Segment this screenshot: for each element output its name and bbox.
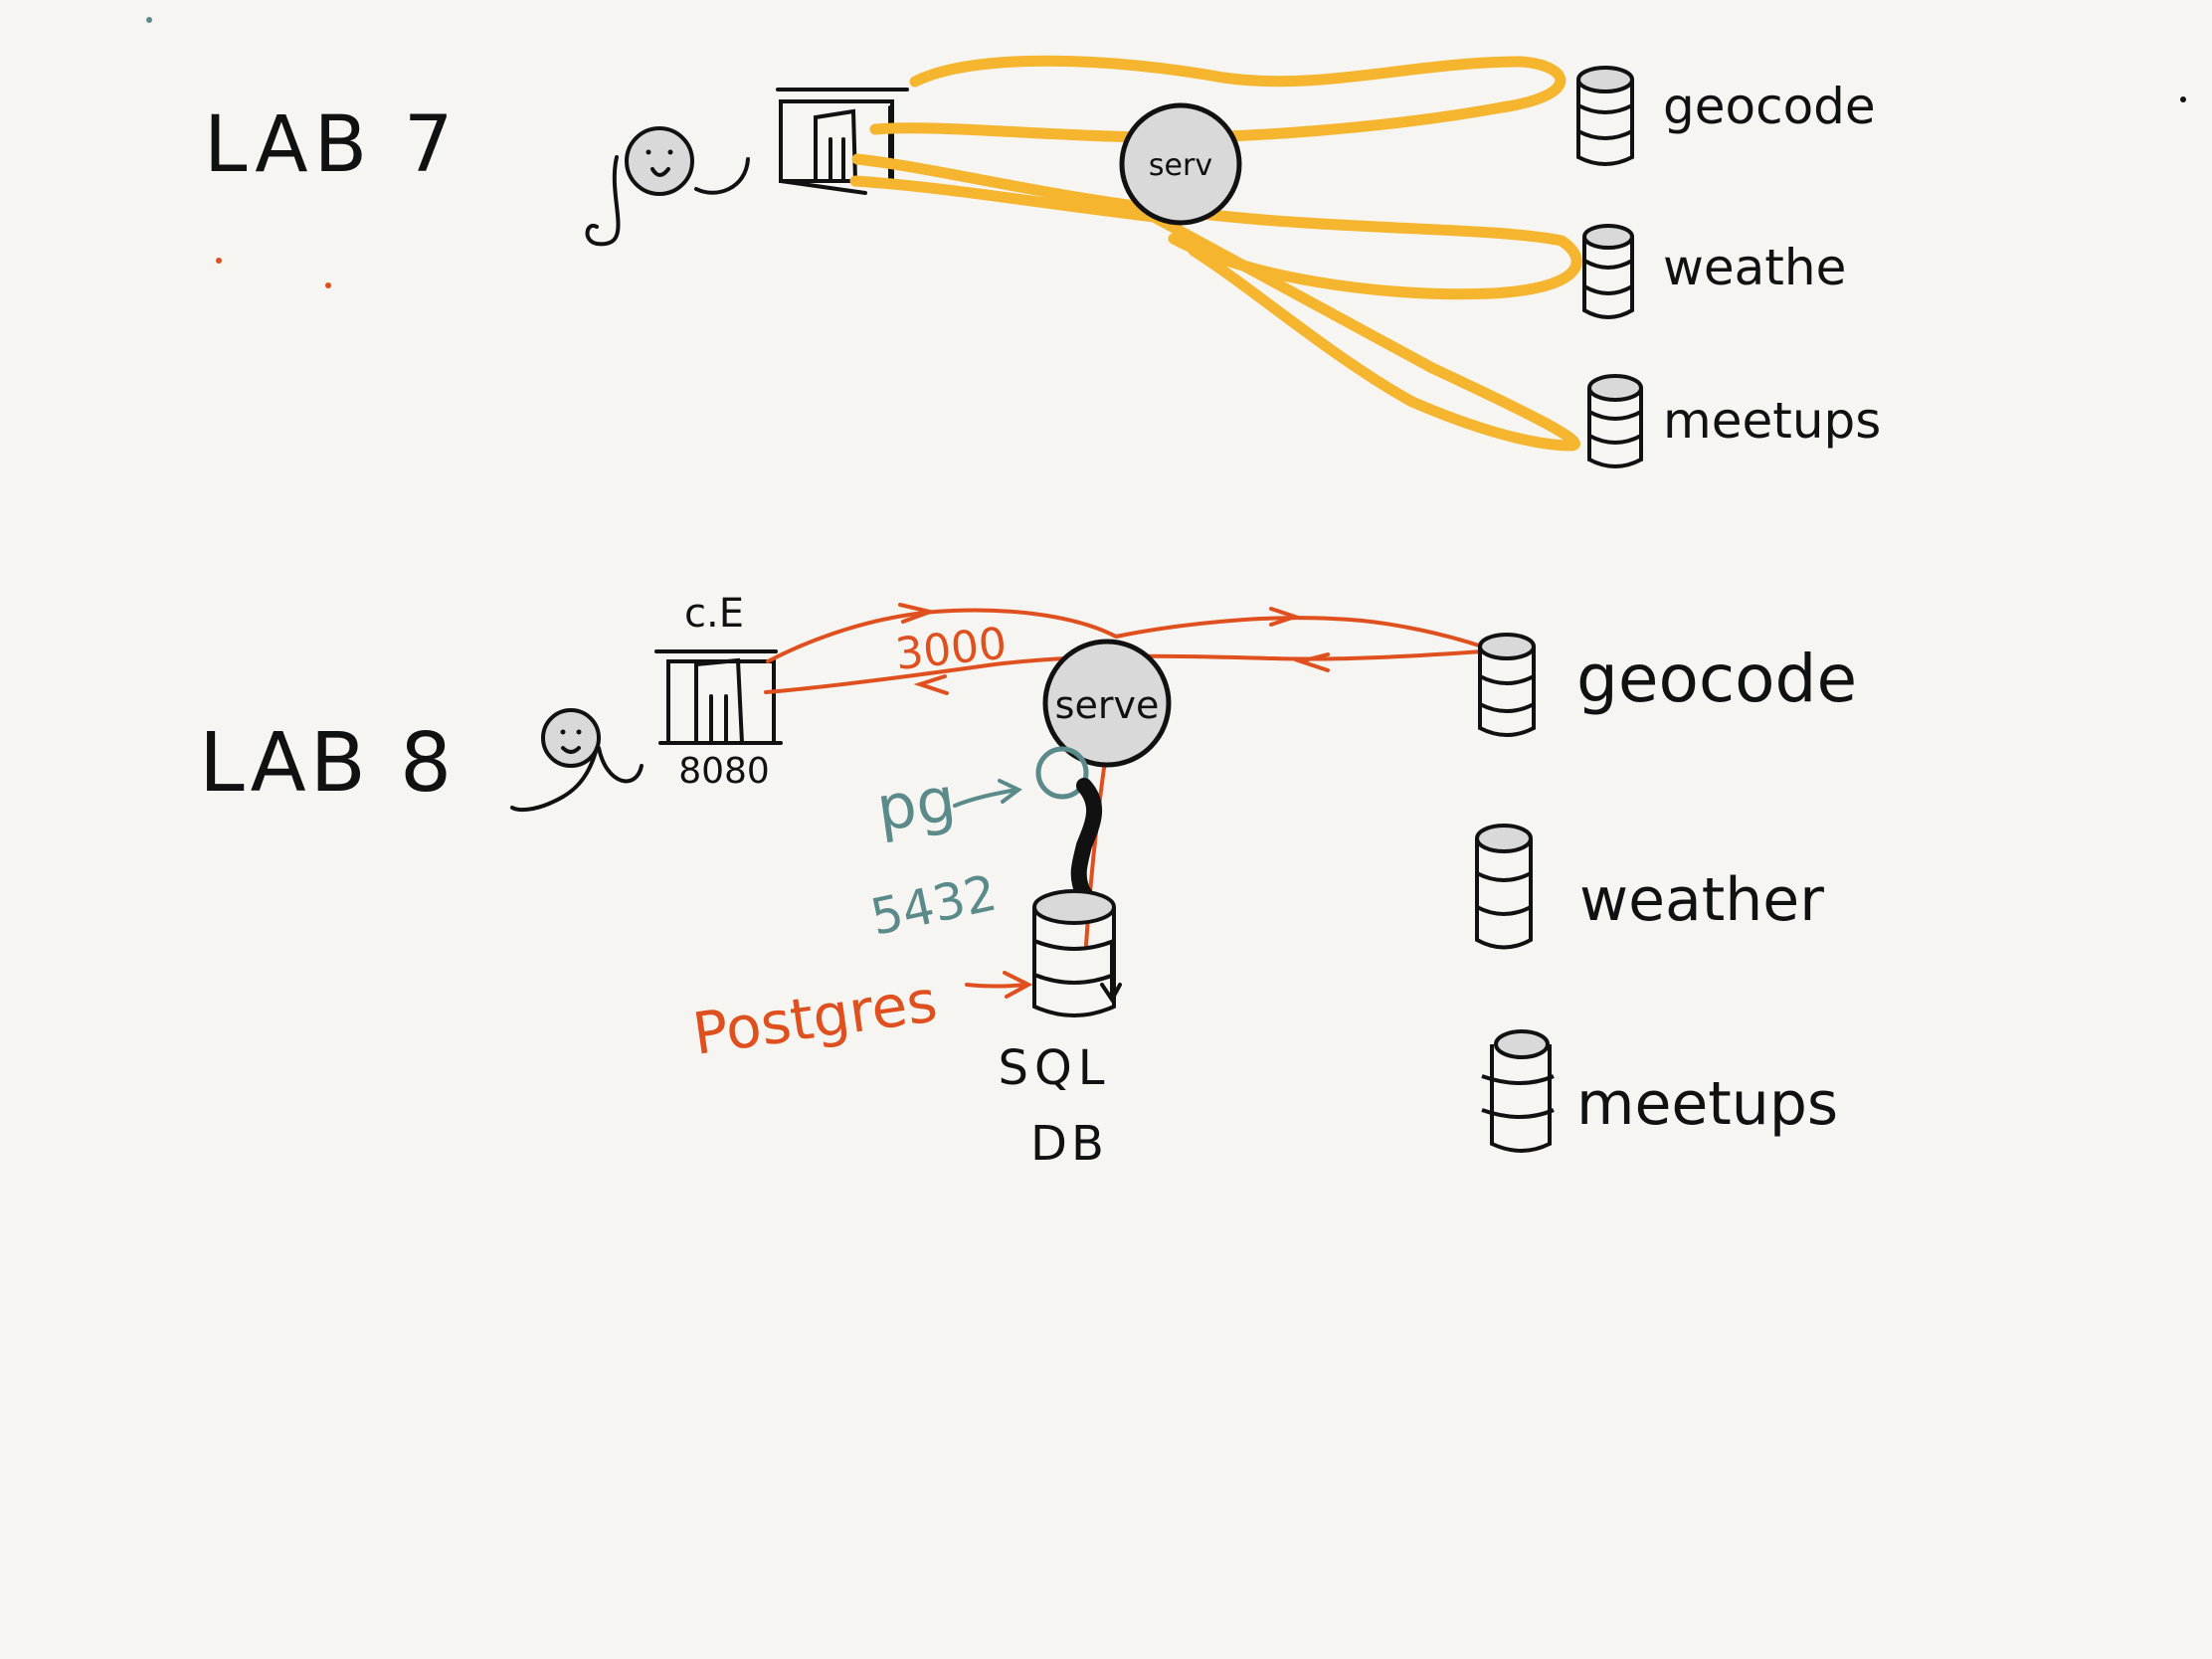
stray-dot <box>216 258 222 264</box>
browser-icon <box>776 88 909 195</box>
lab8-user-icon <box>510 708 644 813</box>
lab8-weather-db-icon <box>1475 824 1533 950</box>
lab7-request-loops <box>849 55 1582 452</box>
lab7-title: LAB 7 <box>204 100 460 190</box>
lab8-api-geocode: geocode <box>1576 641 1857 717</box>
lab8-sql-db-icon <box>1032 889 1122 1017</box>
stray-dot <box>146 17 152 23</box>
lab8-db-label-line2: DB <box>1030 1116 1108 1172</box>
lab8-server-node: serve <box>1042 639 1172 768</box>
lab8-browser-icon: c.E 8080 <box>654 591 783 792</box>
lab8-api-list: geocode weather meetups <box>1475 633 1857 1153</box>
lab8-server-port: 3000 <box>893 619 1010 680</box>
lab7-api-list: geocode weathe meetups <box>1576 66 1881 468</box>
lab7-geocode-db-icon <box>1576 66 1634 166</box>
lab8-section: LAB 8 c.E 8080 <box>199 591 1857 1172</box>
lab7-server-label: serv <box>1149 148 1212 183</box>
lab8-api-weather: weather <box>1579 865 1824 935</box>
lab8-title: LAB 8 <box>199 716 456 811</box>
stray-dot <box>2180 96 2186 102</box>
lab8-pg-port: 5432 <box>865 864 1002 947</box>
lab8-browser-port: 8080 <box>678 751 770 792</box>
lab7-meetups-db-icon <box>1587 374 1643 468</box>
lab8-db-connection <box>1035 746 1103 908</box>
lab7-weather-db-icon <box>1582 224 1634 319</box>
lab8-db-type: Postgres <box>688 967 941 1068</box>
user-icon <box>585 126 750 247</box>
lab8-api-meetups: meetups <box>1576 1069 1838 1139</box>
lab7-server-node: serv <box>1119 102 1242 226</box>
lab7-section: LAB 7 serv <box>204 55 1881 468</box>
lab8-pg-port-annotation: pg 5432 <box>865 763 1022 947</box>
lab8-pg-label: pg <box>872 763 960 845</box>
lab8-meetups-db-icon <box>1481 1029 1555 1153</box>
lab8-server-label: serve <box>1055 683 1160 727</box>
lab7-api-geocode: geocode <box>1663 78 1876 135</box>
lab8-db-type-annotation: Postgres <box>688 967 1033 1068</box>
lab7-api-weathe: weathe <box>1663 239 1846 296</box>
lab7-api-meetups: meetups <box>1663 392 1881 450</box>
lab8-browser-label: c.E <box>684 591 744 637</box>
lab8-geocode-db-icon <box>1478 633 1536 737</box>
lab8-db-label-line1: SQL <box>999 1040 1111 1096</box>
stray-dot <box>325 282 331 288</box>
